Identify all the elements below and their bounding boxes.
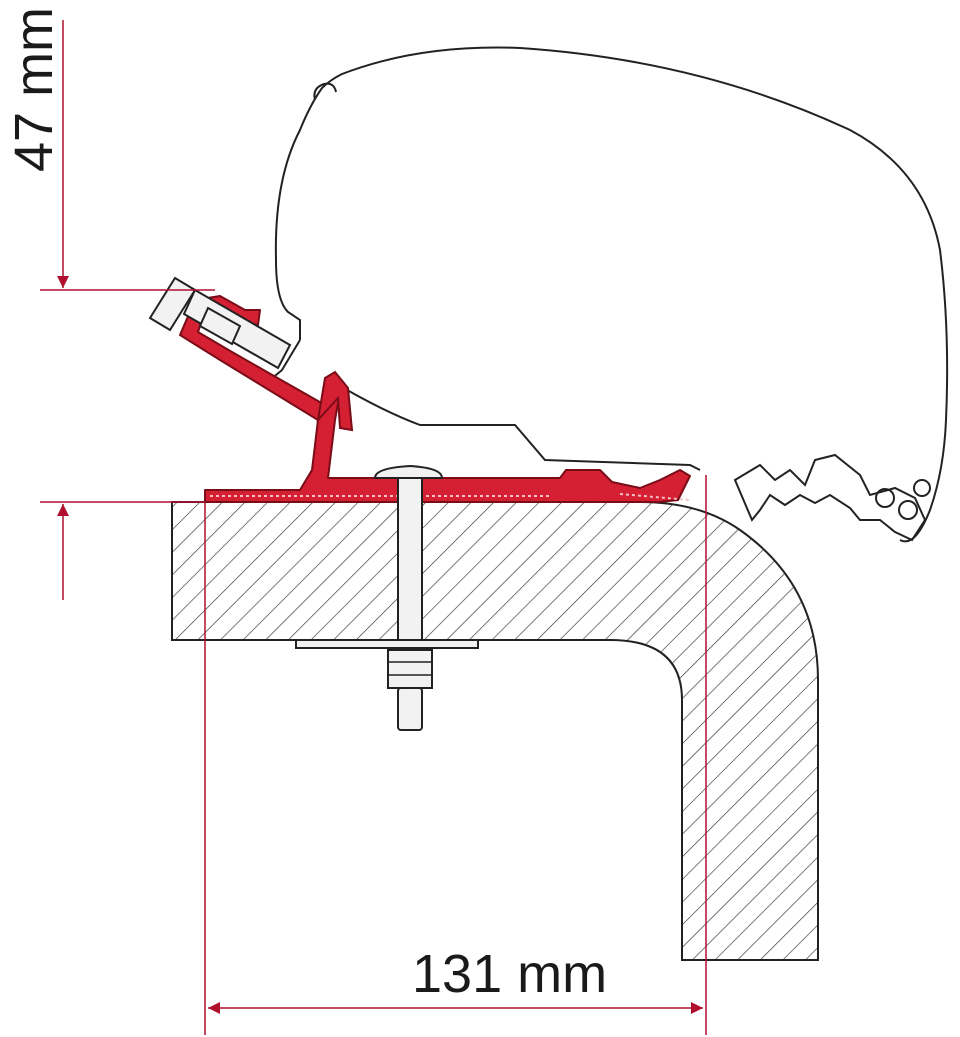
awning-housing — [269, 46, 949, 543]
rail-channel-3 — [913, 479, 931, 497]
clamp-bolt — [148, 276, 292, 370]
height-dimension — [40, 20, 215, 600]
height-label: 47 mm — [4, 7, 64, 172]
width-label: 131 mm — [412, 944, 607, 1004]
housing-bump — [313, 82, 337, 101]
roof-wall-section — [171, 501, 819, 961]
rail-channel-1 — [875, 488, 895, 508]
bracket-hook — [316, 370, 354, 432]
awning-rail-profile — [733, 453, 927, 542]
rail-channel-2 — [898, 500, 918, 520]
width-dimension — [204, 475, 707, 1035]
through-bolt — [295, 464, 479, 731]
